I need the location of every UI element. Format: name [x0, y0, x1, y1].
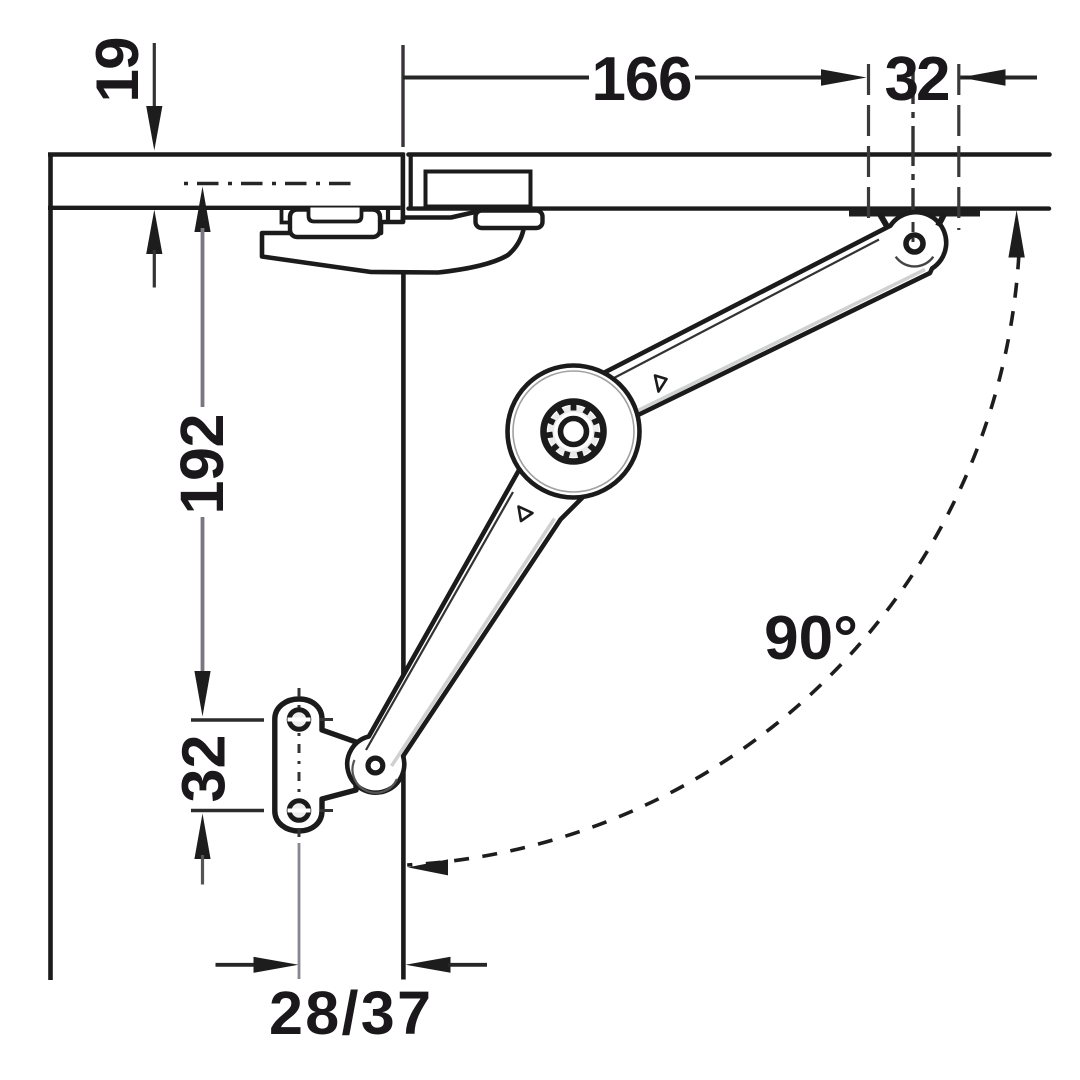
svg-text:19: 19 — [84, 37, 151, 103]
svg-text:32: 32 — [170, 735, 238, 803]
svg-text:166: 166 — [592, 45, 693, 114]
svg-text:32: 32 — [885, 45, 951, 114]
svg-text:192: 192 — [168, 414, 236, 515]
svg-text:90°: 90° — [764, 604, 858, 673]
svg-text:28/37: 28/37 — [269, 979, 431, 1047]
